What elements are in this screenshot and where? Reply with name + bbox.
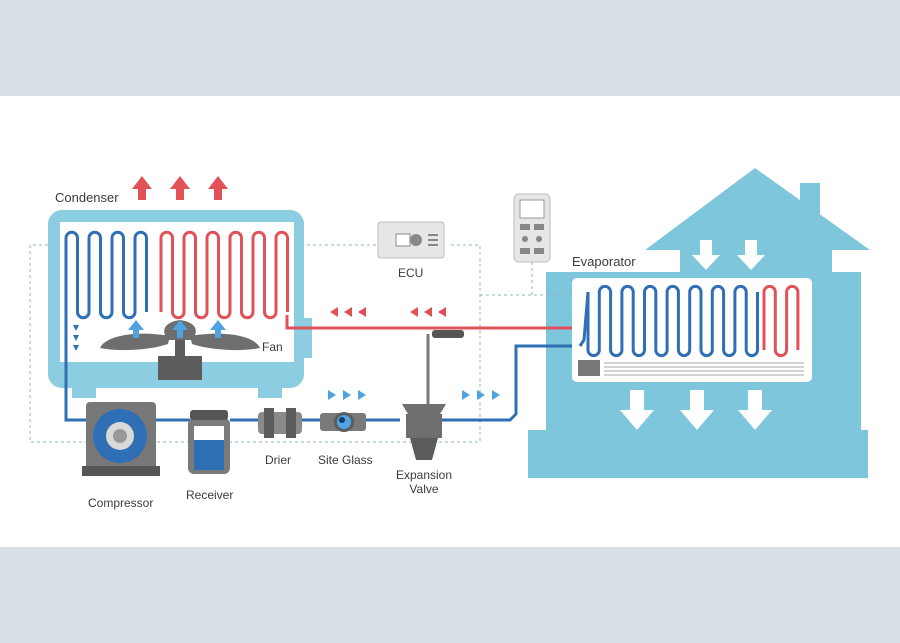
control-wiring	[29, 244, 590, 443]
flow-arrows-cold	[328, 390, 500, 400]
evaporator-label: Evaporator	[572, 254, 636, 269]
sight-glass-icon	[320, 412, 366, 432]
remote-control-icon	[513, 193, 551, 263]
drier-icon	[258, 408, 302, 438]
top-band	[0, 0, 900, 96]
airflow-arrows-down-in	[692, 240, 765, 270]
site-glass-label: Site Glass	[318, 453, 373, 467]
condenser-coil-cold	[64, 230, 148, 362]
condenser-label: Condenser	[55, 190, 119, 205]
expansion-valve-label: Expansion Valve	[396, 468, 452, 496]
hot-refrigerant-line	[285, 315, 590, 330]
ecu-label: ECU	[398, 266, 424, 280]
expansion-valve-label-line2: Valve	[409, 482, 439, 496]
evaporator-hot-serpentine	[762, 284, 800, 358]
cold-refrigerant-line	[64, 344, 580, 422]
flow-arrow-icon	[73, 325, 79, 351]
evaporator-cold-serpentine	[578, 284, 759, 358]
condenser-hot-serpentine	[159, 230, 289, 320]
fan-label: Fan	[262, 340, 283, 354]
receiver-icon	[188, 410, 230, 474]
compressor-label: Compressor	[88, 496, 154, 510]
receiver-label: Receiver	[186, 488, 234, 502]
ecu-icon	[377, 221, 445, 259]
flow-arrows-hot	[330, 307, 446, 317]
compressor-icon	[82, 402, 160, 476]
evaporator-coil-hot	[762, 284, 800, 358]
airflow-arrows-up-hot	[132, 176, 228, 200]
airflow-arrows-up-cold	[128, 320, 226, 338]
bottom-band	[0, 547, 900, 643]
airflow-arrows-down-out	[620, 390, 772, 430]
expansion-valve-label-line1: Expansion	[395, 468, 453, 482]
drier-label: Drier	[265, 453, 291, 467]
expansion-valve-icon	[402, 330, 464, 460]
condenser-cold-serpentine	[64, 230, 148, 362]
evaporator-coil-cold	[578, 284, 759, 358]
condenser-coil-hot	[159, 230, 289, 320]
